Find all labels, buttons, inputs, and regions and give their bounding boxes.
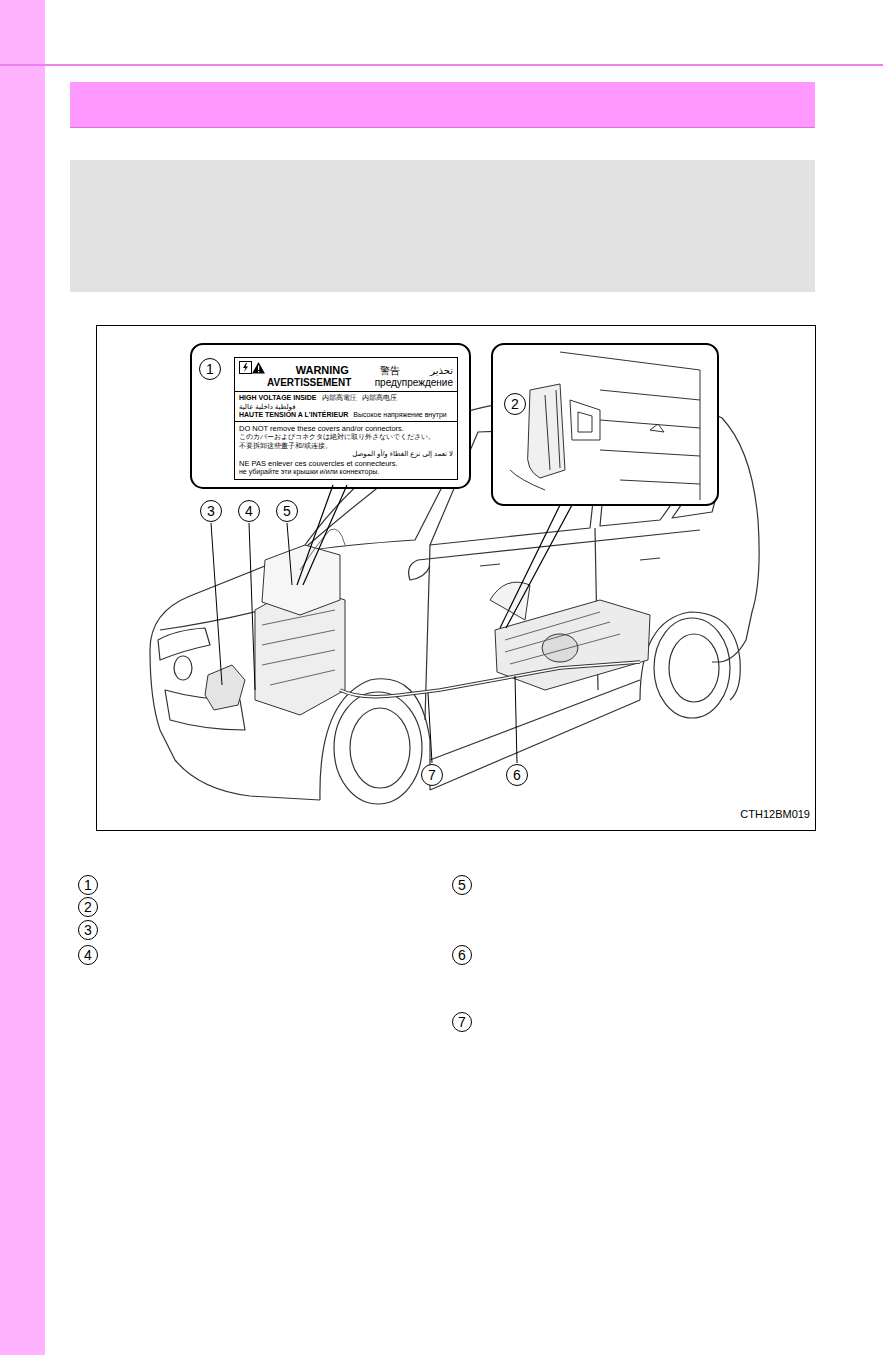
label-text: предупреждение	[375, 377, 453, 389]
label-text: DO NOT remove these covers and/or connec…	[239, 424, 404, 433]
label-text: NE PAS enlever ces couvercles et connect…	[239, 459, 398, 468]
label-text: تحذير	[430, 365, 453, 377]
label-row: не убирайте эти крышки и/или коннекторы.	[239, 468, 453, 476]
title-bar	[70, 82, 815, 128]
label-row: このカバーおよびコネクタは絶対に取り外さないでください。	[239, 433, 453, 441]
label-row: DO NOT remove these covers and/or connec…	[239, 424, 453, 433]
label-row: HIGH VOLTAGE INSIDE 内部高電圧内部高电压 فولطية داخل…	[239, 394, 453, 411]
label-text: فولطية داخلية عالية	[239, 403, 295, 411]
top-rule	[0, 64, 883, 66]
callout-number: 6	[452, 945, 472, 965]
callout-number: 5	[276, 500, 298, 522]
callout-number: 3	[200, 500, 222, 522]
rule-line	[235, 391, 457, 392]
label-text: 内部高電圧	[322, 394, 357, 402]
label-text: لا تعمد إلى نزع الغطاء و/أو الموصل	[352, 450, 453, 458]
label-row: HAUTE TENSION A L'INTÉRIEUR Высокое напря…	[239, 411, 453, 419]
label-row: NE PAS enlever ces couvercles et connect…	[239, 459, 453, 468]
label-text: WARNING	[296, 364, 349, 377]
figure-code: CTH12BM019	[740, 808, 810, 820]
label-text: 不要拆卸这些盖子和/或连接。	[239, 442, 332, 450]
warning-label: WARNING 警告 تحذير AVERTISSEMENT предупреждени…	[234, 357, 458, 480]
label-row: 不要拆卸这些盖子和/或连接。	[239, 442, 453, 450]
label-text: 警告	[380, 365, 400, 377]
warning-icons	[239, 361, 265, 374]
callout-number: 7	[452, 1012, 472, 1032]
note-panel	[70, 160, 815, 292]
label-text: Высокое напряжение внутри	[353, 411, 446, 419]
callout-number: 4	[78, 945, 98, 965]
label-row: AVERTISSEMENT предупреждение	[239, 377, 453, 389]
label-text: AVERTISSEMENT	[267, 377, 351, 389]
label-text: не убирайте эти крышки и/или коннекторы.	[239, 468, 379, 476]
callout-number: 6	[506, 764, 528, 786]
label-text: このカバーおよびコネクタは絶対に取り外さないでください。	[239, 433, 435, 441]
callout-number: 5	[452, 875, 472, 895]
label-text: HIGH VOLTAGE INSIDE	[239, 394, 317, 402]
label-text: 内部高电压	[362, 394, 397, 402]
callout-number: 1	[78, 875, 98, 895]
label-row: WARNING 警告 تحذير	[239, 361, 453, 377]
callout-number: 4	[238, 500, 260, 522]
callout-number: 2	[78, 897, 98, 917]
rule-line	[235, 421, 457, 422]
callout-number: 1	[199, 358, 221, 380]
callout-number: 2	[504, 393, 526, 415]
label-row: لا تعمد إلى نزع الغطاء و/أو الموصل	[239, 450, 453, 458]
callout-number: 3	[78, 920, 98, 940]
callout-number: 7	[421, 764, 443, 786]
label-text: HAUTE TENSION A L'INTÉRIEUR	[239, 411, 348, 419]
side-bar	[0, 0, 45, 1355]
